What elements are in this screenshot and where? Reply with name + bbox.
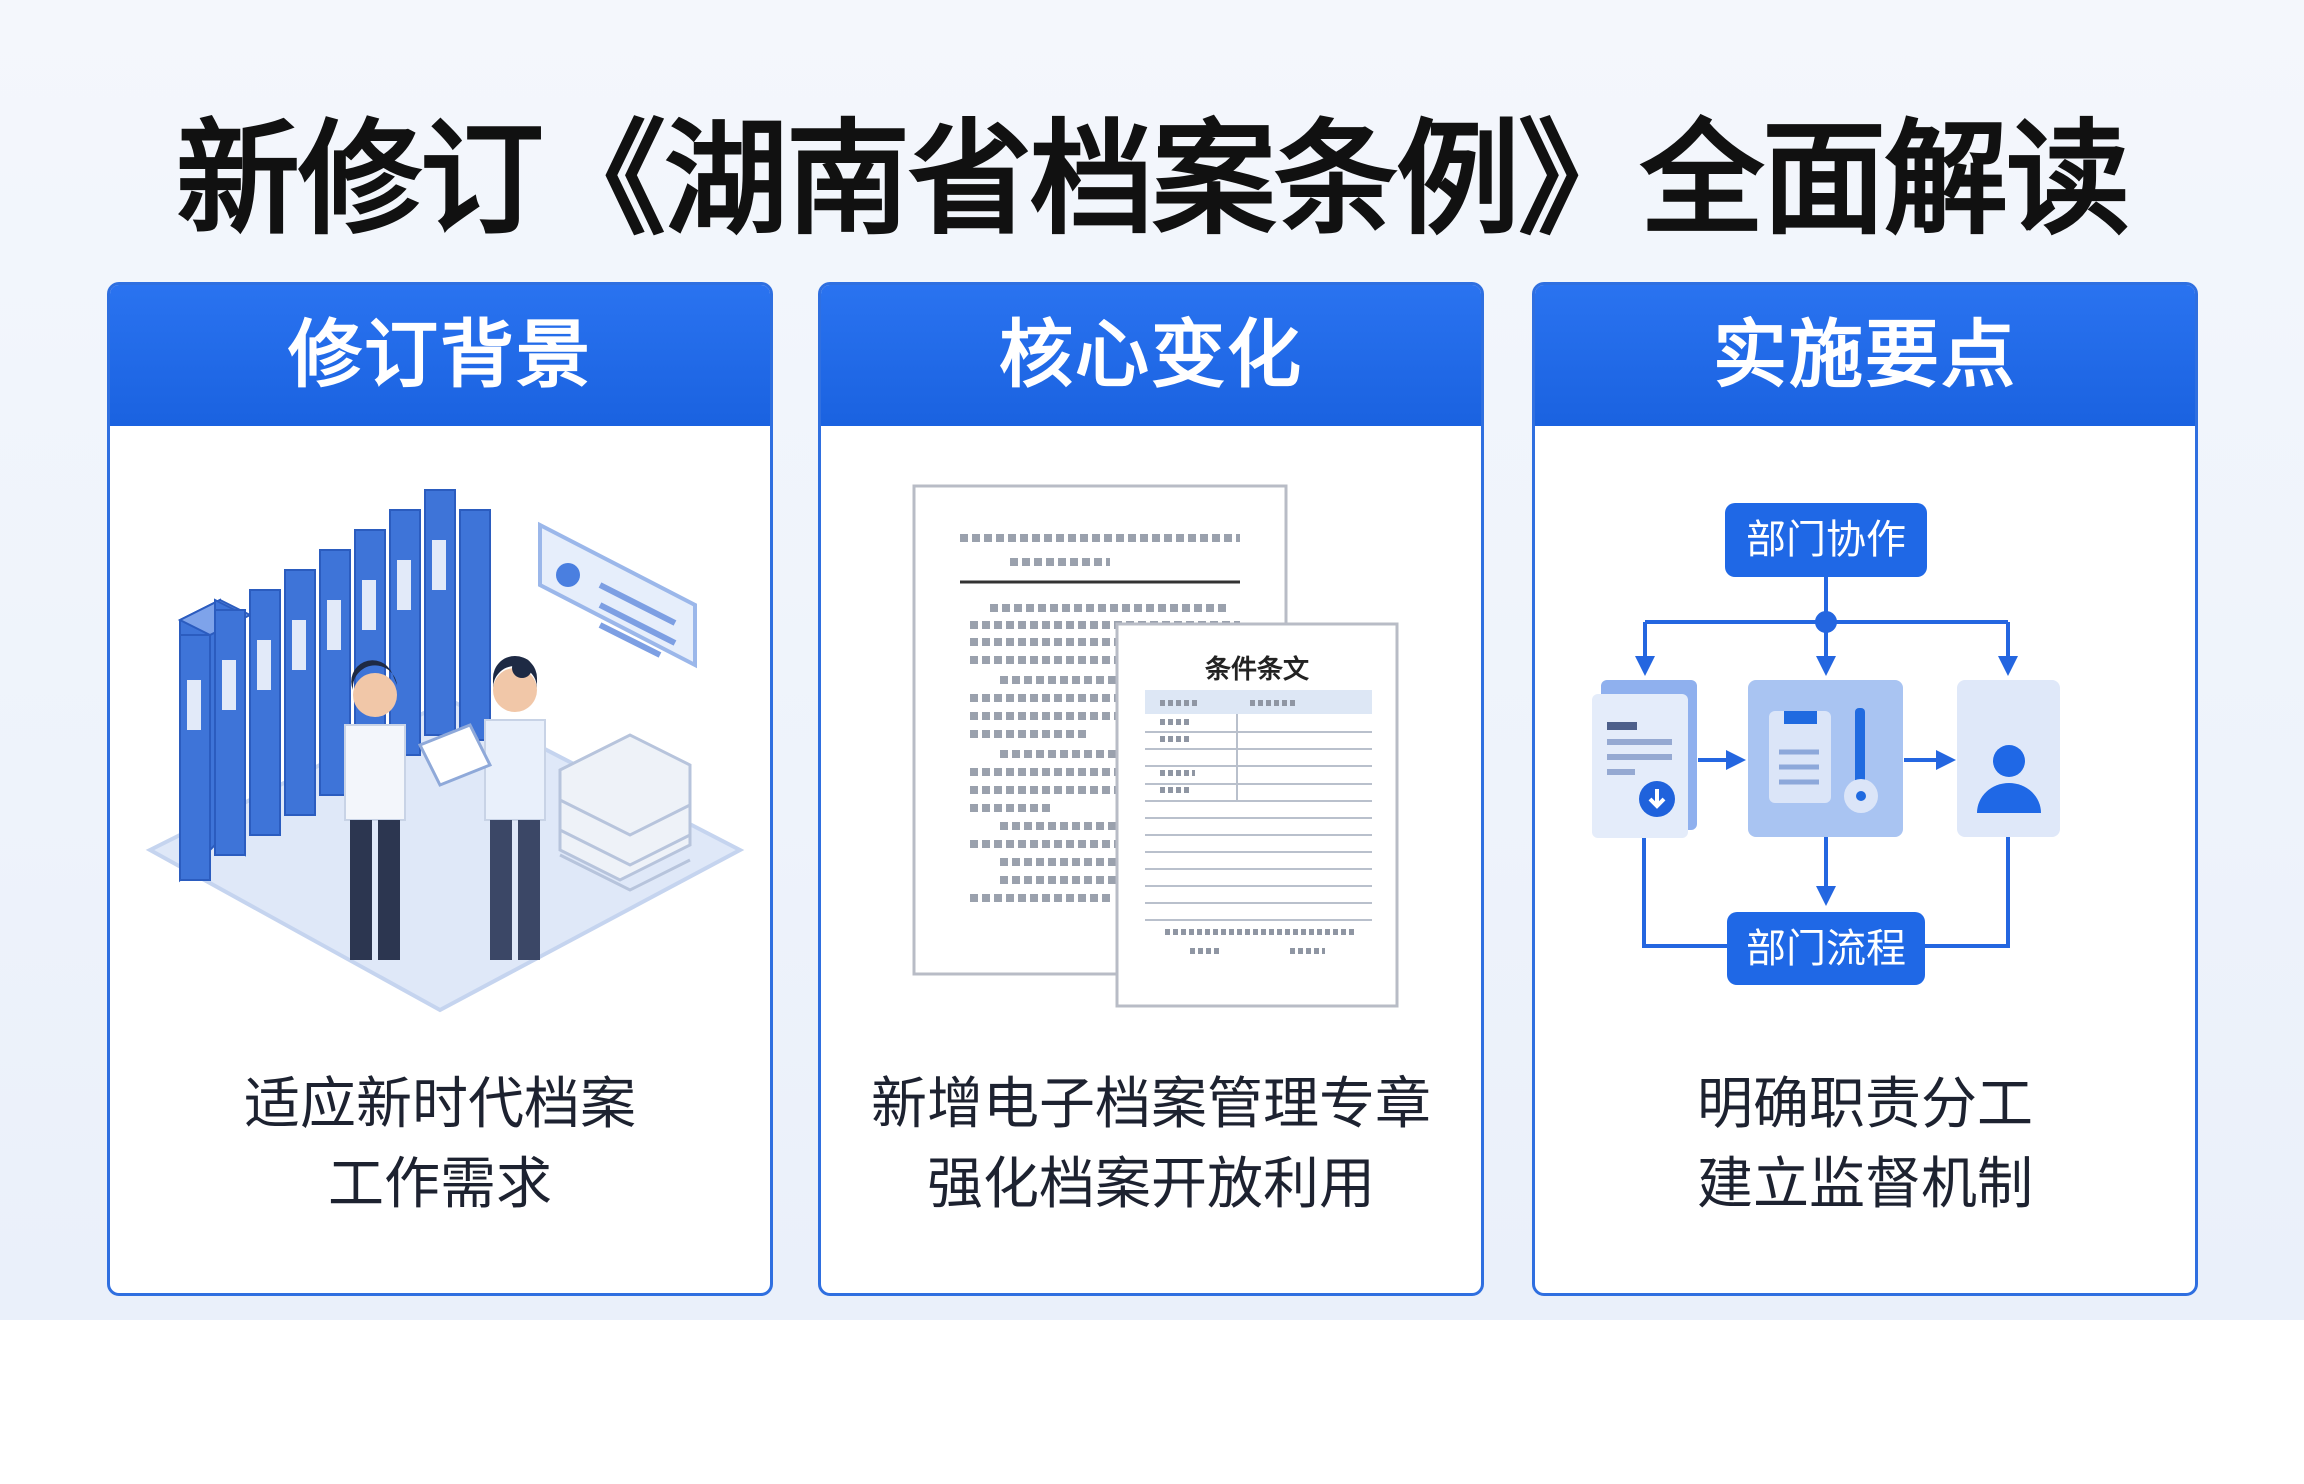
paper-stack [558, 733, 692, 892]
people-figures [344, 656, 546, 960]
description-line: 建立监督机制 [1697, 1152, 2033, 1217]
description-line: 适应新时代档案 [244, 1072, 636, 1137]
document-heading: 条件条文 [1205, 654, 1310, 685]
description-line: 明确职责分工 [1697, 1072, 2033, 1137]
document-download-icon [1592, 680, 1697, 838]
card-heading: 修订背景 [110, 285, 770, 426]
user-icon [1957, 680, 2060, 837]
archive-illustration [145, 489, 745, 1013]
binder-shelf [177, 489, 491, 883]
diagram-bottom-box: 部门流程 [1727, 912, 1925, 985]
card-description: 新增电子档案管理专章 强化档案开放利用 [821, 1065, 1481, 1225]
diagram-label: 部门流程 [1746, 926, 1906, 972]
document-text-lines [960, 534, 1240, 902]
description-line: 强化档案开放利用 [927, 1152, 1375, 1217]
card-heading: 核心变化 [821, 285, 1481, 426]
page-title: 新修订《湖南省档案条例》全面解读 [175, 108, 2130, 252]
info-panel [538, 521, 697, 669]
description-line: 工作需求 [328, 1152, 552, 1217]
diagram-label: 部门协作 [1746, 517, 1906, 563]
regulation-documents: 条件条文 [912, 484, 1399, 1008]
description-line: 新增电子档案管理专章 [871, 1072, 1431, 1137]
card-heading: 实施要点 [1535, 285, 2195, 426]
clipboard-tool-icon [1748, 680, 1903, 837]
department-flow-diagram [1635, 577, 2018, 948]
card-description: 明确职责分工 建立监督机制 [1535, 1065, 2195, 1225]
card-description: 适应新时代档案 工作需求 [110, 1065, 770, 1225]
diagram-top-box: 部门协作 [1725, 503, 1927, 577]
